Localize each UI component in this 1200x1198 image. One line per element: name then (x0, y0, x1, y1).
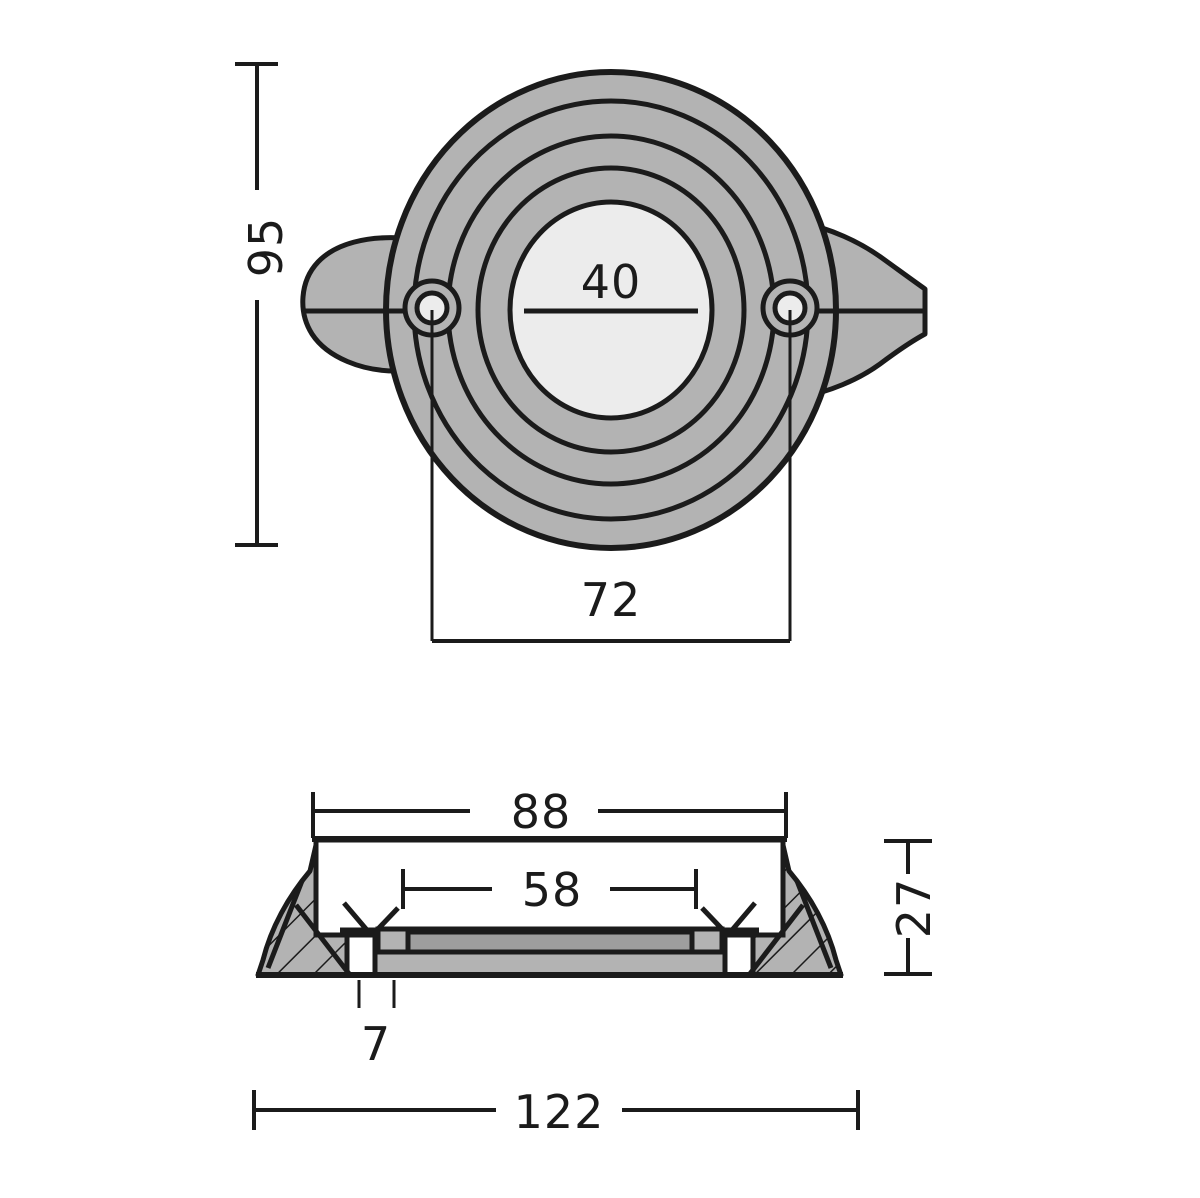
section-left-bevel (376, 906, 400, 931)
dim-7-label: 7 (361, 1017, 391, 1071)
section-right-bolt-recess (722, 932, 756, 978)
dim-27-label: 27 (887, 878, 941, 939)
dimension-88: 88 (311, 785, 788, 839)
top-view-left-lug (300, 235, 405, 374)
section-main-slab-block (369, 949, 731, 978)
top-view-geometry (300, 69, 928, 551)
section-view-geometry (255, 836, 844, 978)
dimension-95: 95 (235, 62, 293, 547)
dim-122-label: 122 (514, 1085, 605, 1139)
dim-40-label: 40 (581, 255, 642, 309)
dim-95-label: 95 (239, 217, 293, 278)
dim-88-label: 88 (511, 785, 572, 839)
section-right-bevel (700, 906, 724, 931)
dimension-72: 72 (430, 310, 792, 643)
dimension-58: 58 (401, 863, 698, 917)
dim-72-label: 72 (581, 573, 642, 627)
dimension-122: 122 (252, 1085, 860, 1139)
dimension-7: 7 (357, 980, 396, 1071)
dimension-27: 27 (884, 839, 941, 976)
top-view-ring-3 (475, 165, 747, 455)
section-left-bolt-recess (344, 932, 378, 978)
dim-58-label: 58 (522, 863, 583, 917)
